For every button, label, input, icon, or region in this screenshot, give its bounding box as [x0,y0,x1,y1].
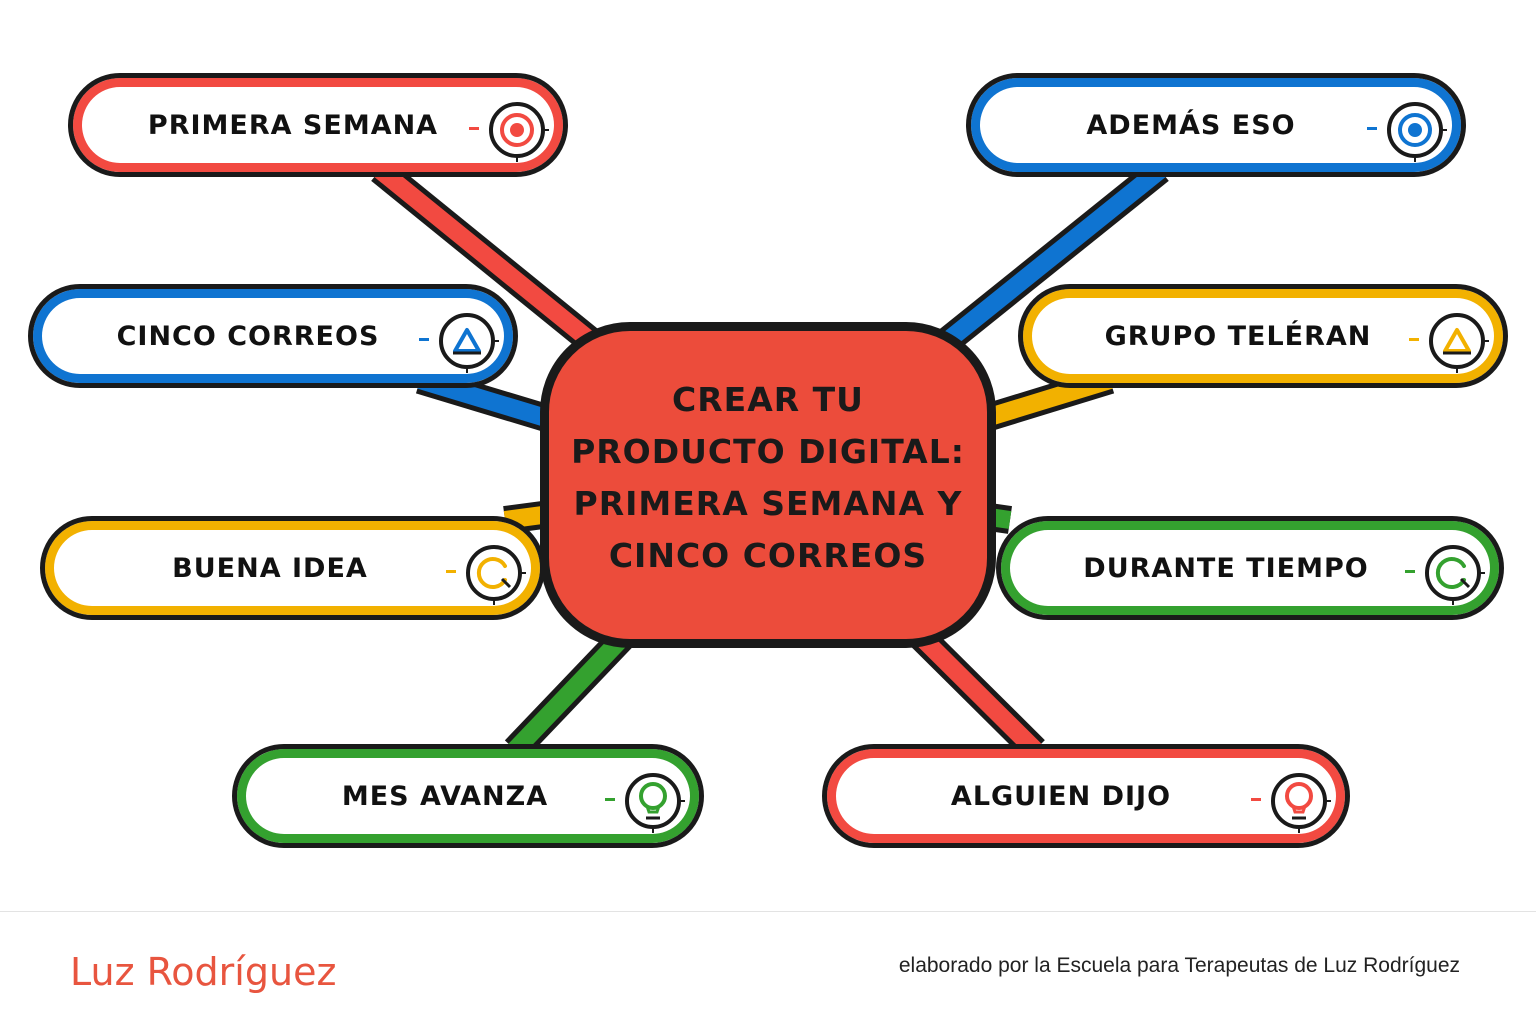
branch-label: GRUPO TELÉRAN [1104,320,1372,352]
branch-durante-tiempo[interactable]: DURANTE TIEMPO [996,516,1504,620]
dash-mark [1409,338,1419,341]
dash-mark [1251,798,1261,801]
footer-divider [0,911,1536,912]
branch-primera-semana[interactable]: PRIMERA SEMANA [68,73,568,177]
branch-label: BUENA IDEA [172,552,368,584]
dash-mark [469,127,479,130]
branch-alguien-dijo[interactable]: ALGUIEN DIJO [822,744,1350,848]
lightbulb-icon [1269,771,1331,833]
branch-label: DURANTE TIEMPO [1083,552,1369,584]
target-icon [1385,100,1447,162]
target-icon [487,100,549,162]
branch-grupo-teleran[interactable]: GRUPO TELÉRAN [1018,284,1508,388]
credit-text: elaborado por la Escuela para Terapeutas… [898,954,1460,977]
branch-label: ADEMÁS ESO [1086,109,1296,141]
dash-mark [605,798,615,801]
branch-buena-idea[interactable]: BUENA IDEA [40,516,545,620]
branch-ademas-eso[interactable]: ADEMÁS ESO [966,73,1466,177]
lightbulb-icon [623,771,685,833]
dash-mark [1405,570,1415,573]
branch-label: MES AVANZA [341,780,549,812]
branch-mes-avanza[interactable]: MES AVANZA [232,744,704,848]
gauge-icon [1423,543,1485,605]
gauge-icon [464,543,526,605]
branch-label: ALGUIEN DIJO [950,780,1172,812]
branch-cinco-correos[interactable]: CINCO CORREOS [28,284,518,388]
branch-label: PRIMERA SEMANA [147,109,439,141]
triangle-icon [1427,311,1489,373]
central-topic[interactable]: CREAR TU PRODUCTO DIGITAL: PRIMERA SEMAN… [540,322,996,648]
dash-mark [419,338,429,341]
branch-label: CINCO CORREOS [116,320,380,352]
author-signature: Luz Rodríguez [70,950,337,994]
central-topic-title: CREAR TU PRODUCTO DIGITAL: PRIMERA SEMAN… [571,380,965,575]
mind-map: PRIMERA SEMANA ADEMÁS ESO CINCO CORREOS … [28,73,1508,848]
dash-mark [1367,127,1377,130]
triangle-icon [437,311,499,373]
dash-mark [446,570,456,573]
